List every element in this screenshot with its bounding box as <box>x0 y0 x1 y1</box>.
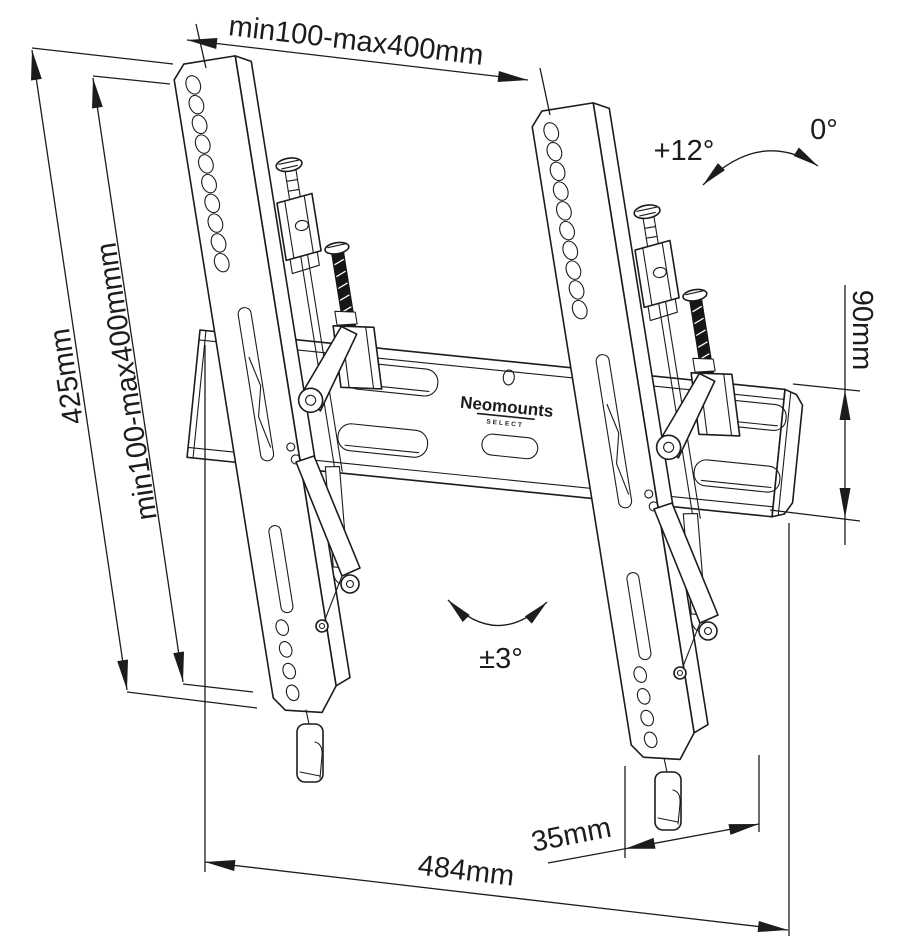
wall-plate-left-edge <box>192 330 207 459</box>
tilt-zero-label: 0° <box>810 114 838 146</box>
wall-plate-end-cap <box>771 388 804 518</box>
dim-bracket-height-label: 425mm <box>44 326 90 426</box>
dim-wall-offset: 35mm <box>529 755 760 864</box>
dim-vesa-height-label: min100-max400mmm <box>91 240 164 522</box>
tilt-angle-indicator: +12° 0° <box>654 114 838 186</box>
brand-series: SELECT <box>486 418 524 429</box>
left-lower-strut <box>295 455 361 633</box>
tilt-max-label: +12° <box>654 135 715 167</box>
dim-wall-offset-label: 35mm <box>529 812 614 859</box>
brand-underline <box>476 412 535 421</box>
dim-plate-height-label: 90mm <box>846 290 878 371</box>
dim-plate-height: 90mm <box>769 285 878 545</box>
level-angle-indicator: ±3° <box>447 599 548 675</box>
dim-vesa-width-label: min100-max400mm <box>227 10 485 72</box>
right-lower-strut <box>653 502 719 680</box>
left-release-strap <box>296 709 324 783</box>
level-angle-label: ±3° <box>479 643 523 675</box>
right-release-strap <box>654 757 682 831</box>
dim-plate-width-label: 484mm <box>416 850 516 893</box>
